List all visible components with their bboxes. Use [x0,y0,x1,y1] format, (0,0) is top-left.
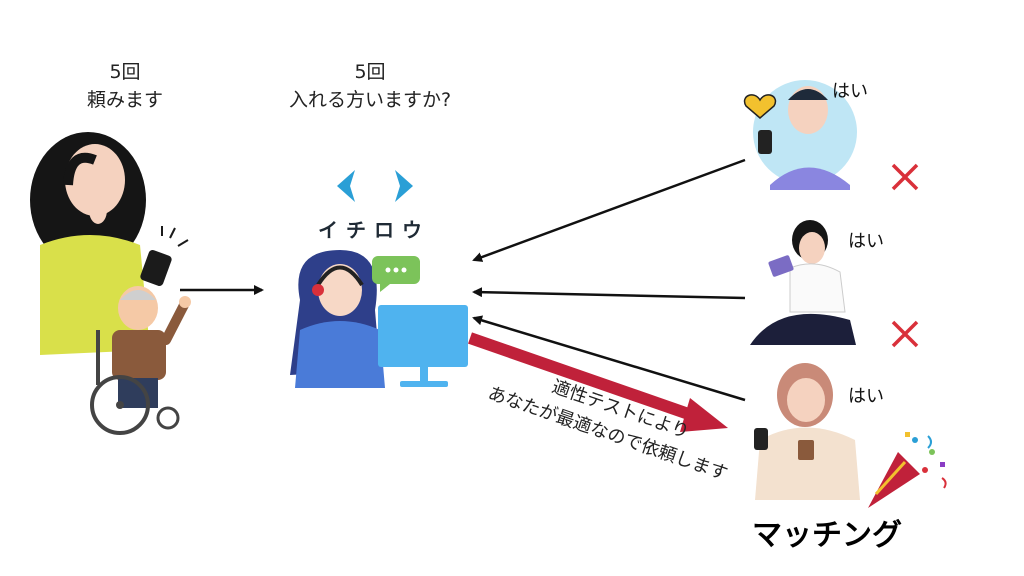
chevron-left-icon [337,170,355,202]
matching-label: マッチング [752,518,902,553]
matching-arrow [468,332,728,432]
chat-bubble-icon [372,256,420,292]
requester-text: 頼みます [86,89,163,111]
monitor-icon [378,305,468,367]
brand-name: イチロウ [318,218,430,242]
helper-3-answer: はい [848,386,884,407]
service-text: 入れる方いますか? [288,89,452,111]
service-count: 5回 [354,61,386,83]
reply-arrow-1 [472,158,746,262]
party-popper-icon [868,432,947,508]
chevron-right-icon [395,170,413,202]
operator-illustration [290,250,468,388]
heart-icon [743,94,777,119]
helper-2-answer: はい [848,231,884,252]
service-caption: 5回 入れる方いますか? [270,58,470,114]
reply-arrow-3 [472,315,746,402]
brand-logo [337,170,413,202]
cross-icon-1 [891,163,919,191]
helper-2-illustration [750,220,856,345]
requester-illustration [30,132,191,435]
reply-arrow-2 [472,287,746,300]
helper-1-answer: はい [832,81,868,102]
requester-caption: 5回 頼みます [70,58,180,114]
requester-count: 5回 [109,61,141,83]
cross-icon-2 [891,320,919,348]
helper-3-illustration [754,363,860,500]
helper-1-illustration [743,80,857,190]
